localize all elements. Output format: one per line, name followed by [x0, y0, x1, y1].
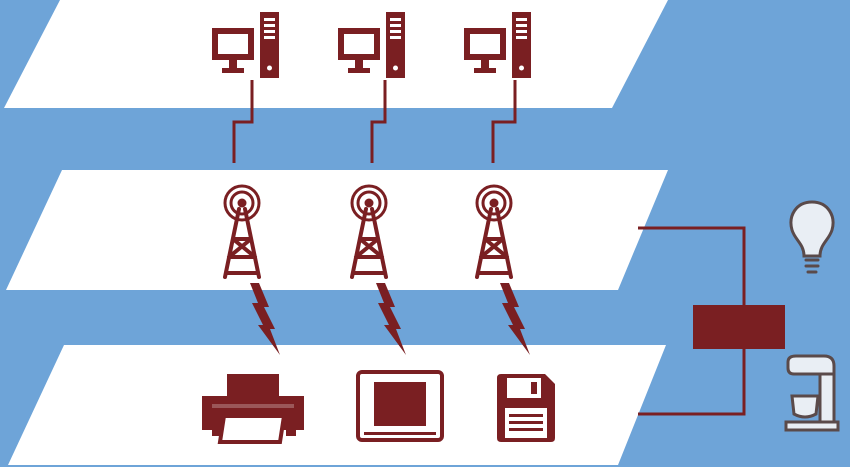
- tier-middle: [6, 170, 668, 290]
- tablet-icon: [356, 370, 444, 442]
- side-wiring: [638, 226, 746, 416]
- wireless-bolt-icon: [250, 283, 280, 355]
- controller-box: [693, 305, 785, 349]
- appliance-column: [784, 200, 840, 432]
- wired-links: [232, 80, 517, 163]
- stand-mixer-icon: [784, 354, 840, 432]
- tier-bottom: [8, 345, 666, 465]
- wireless-bolt-icon: [376, 283, 406, 355]
- device-row: [200, 370, 555, 444]
- floppy-disk-icon: [497, 374, 555, 442]
- tier-top: [4, 0, 668, 108]
- light-bulb-icon: [789, 200, 835, 274]
- wireless-links: [250, 283, 530, 355]
- wireless-bolt-icon: [500, 283, 530, 355]
